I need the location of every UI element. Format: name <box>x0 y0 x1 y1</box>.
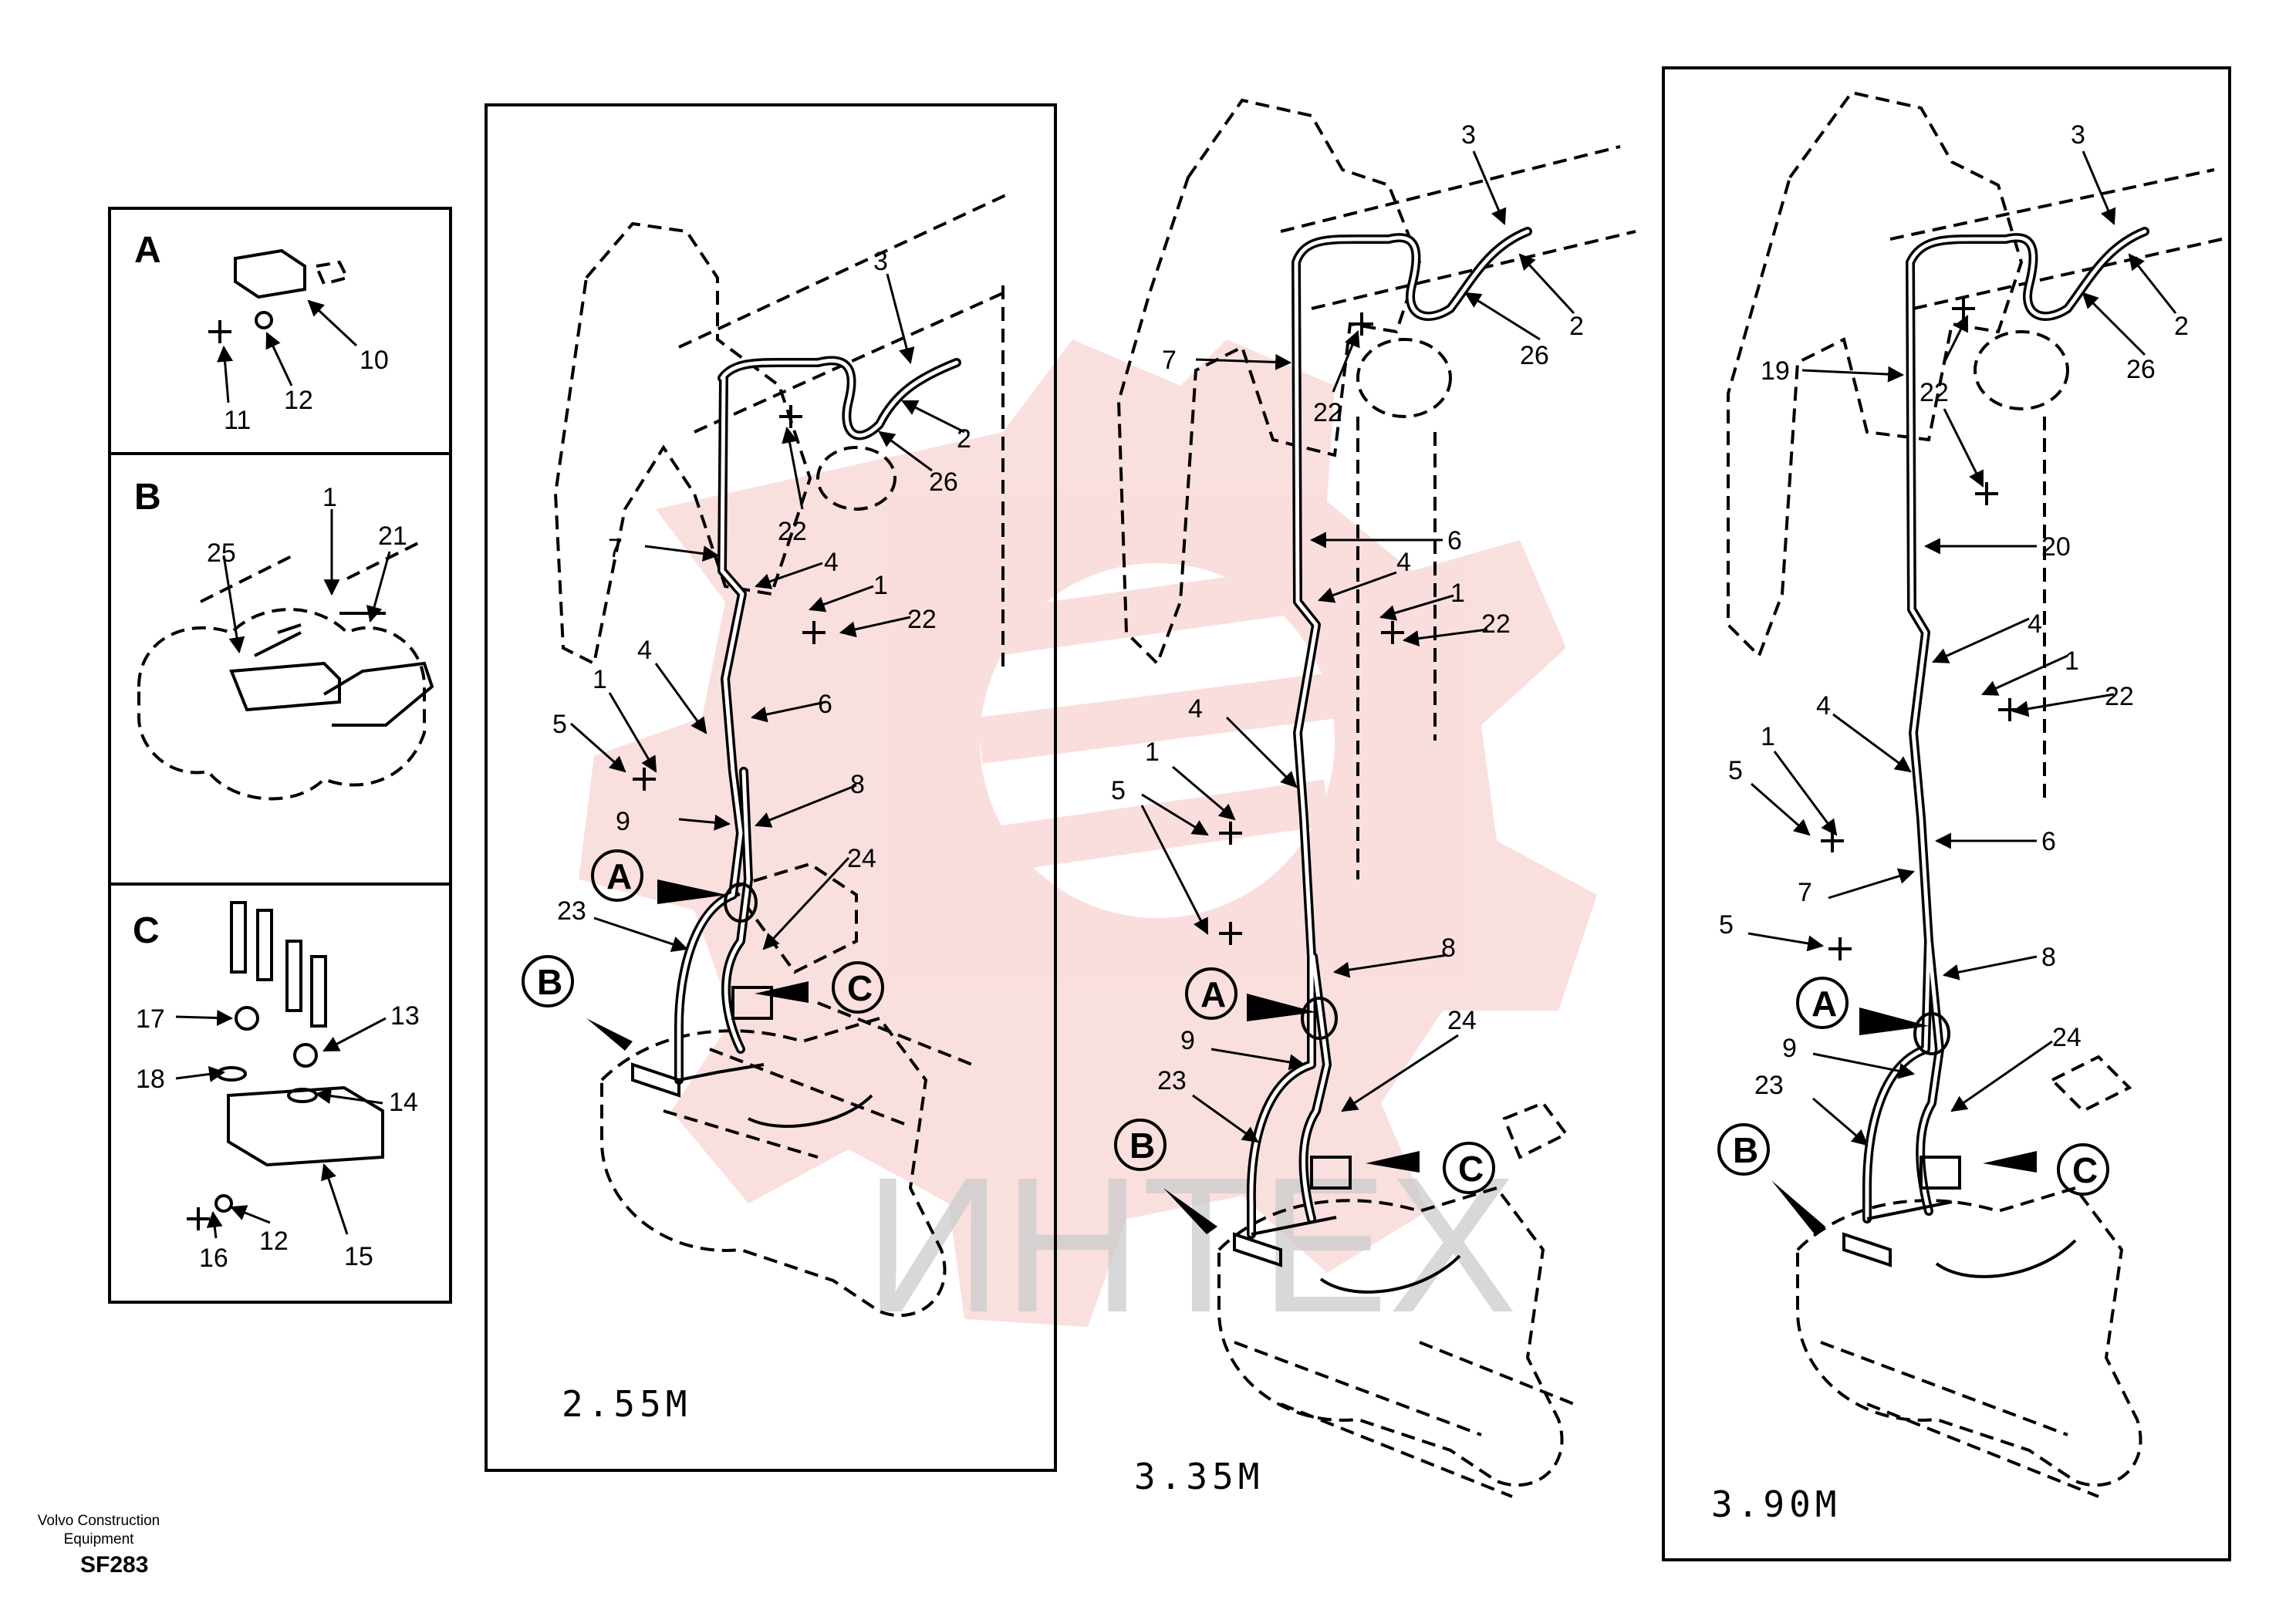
view1-label-8: 8 <box>850 770 865 799</box>
detail-a-letter: A <box>134 230 161 271</box>
view1-label-23: 23 <box>557 896 586 926</box>
view2-label-22: 22 <box>1313 398 1342 427</box>
view2-callout-b: B <box>1129 1126 1155 1166</box>
footer-brand-line1: Volvo Construction <box>37 1513 160 1529</box>
view2-label-6: 6 <box>1447 526 1462 555</box>
view2-label-24: 24 <box>1447 1006 1477 1035</box>
view2-label-4: 4 <box>1396 548 1411 577</box>
view2-label-3: 3 <box>1461 120 1476 150</box>
view3-callout-a: A <box>1811 984 1837 1024</box>
view3-label-4b: 4 <box>1816 691 1831 721</box>
view1-callout-c: C <box>847 968 873 1008</box>
view-3-35m: A B C 3 7 2 26 22 6 4 1 22 4 1 5 8 24 9 … <box>1111 98 1636 1498</box>
detail-c-label-18: 18 <box>136 1065 165 1094</box>
view3-label-3: 3 <box>2071 120 2085 150</box>
view1-label-1: 1 <box>873 571 888 600</box>
view3-label-19: 19 <box>1761 356 1790 386</box>
view1-label-9: 9 <box>616 807 630 836</box>
view-3-90m: A B C 3 19 2 26 22 20 4 1 22 4 1 5 6 <box>1662 66 2231 1561</box>
view1-label-3: 3 <box>873 247 888 276</box>
detail-b-label-21: 21 <box>378 521 407 551</box>
footer-code: SF283 <box>80 1552 149 1578</box>
view2-label-5: 5 <box>1111 776 1126 805</box>
view2-callout-a: A <box>1200 974 1226 1014</box>
view2-label-8: 8 <box>1441 933 1456 963</box>
view1-label-4b: 4 <box>637 636 652 665</box>
view3-callout-c: C <box>2072 1150 2098 1190</box>
view3-label-6: 6 <box>2041 827 2056 856</box>
view1-label-22: 22 <box>778 517 807 546</box>
footer-brand-line2: Equipment <box>63 1531 134 1547</box>
watermark-gear-icon <box>579 339 1597 1327</box>
view1-label-22b: 22 <box>907 605 937 634</box>
view3-label-22: 22 <box>1920 378 1949 407</box>
detail-c-letter: C <box>133 910 160 951</box>
view2-label-7: 7 <box>1162 346 1177 375</box>
detail-a: A 10 11 12 <box>134 230 389 435</box>
detail-c-label-12: 12 <box>259 1227 289 1256</box>
view2-scale: 3.35M <box>1134 1456 1264 1497</box>
view1-label-6: 6 <box>818 690 832 719</box>
view1-label-24: 24 <box>847 844 876 873</box>
view3-scale: 3.90M <box>1711 1483 1841 1525</box>
view1-label-26: 26 <box>929 467 958 497</box>
view3-label-2: 2 <box>2174 312 2189 341</box>
view3-label-8: 8 <box>2041 943 2056 972</box>
view3-label-1: 1 <box>2065 646 2079 676</box>
view1-label-2: 2 <box>957 424 971 454</box>
view2-label-1: 1 <box>1450 579 1465 608</box>
detail-a-label-11: 11 <box>224 406 251 435</box>
detail-c: C 17 13 18 14 16 12 15 <box>133 901 420 1273</box>
detail-c-label-13: 13 <box>390 1001 420 1031</box>
view1-callout-b: B <box>537 962 562 1002</box>
detail-a-label-10: 10 <box>360 346 389 375</box>
view3-label-7: 7 <box>1798 878 1812 907</box>
view3-label-20: 20 <box>2041 532 2071 562</box>
view3-label-9: 9 <box>1782 1034 1797 1063</box>
view2-callout-c: C <box>1458 1149 1484 1189</box>
view3-label-5b: 5 <box>1719 910 1734 940</box>
detail-c-label-15: 15 <box>344 1242 373 1271</box>
detail-a-label-12: 12 <box>284 386 313 415</box>
view3-label-23: 23 <box>1754 1071 1784 1100</box>
view3-label-26: 26 <box>2126 355 2156 384</box>
detail-b-label-1: 1 <box>322 483 337 512</box>
view2-label-1b: 1 <box>1145 737 1160 767</box>
view-2-55m: A B C 3 2 26 22 7 4 1 22 4 6 1 5 9 8 24 … <box>485 103 1057 1472</box>
view1-label-5: 5 <box>552 710 567 739</box>
view2-label-2: 2 <box>1569 312 1584 341</box>
view2-label-4b: 4 <box>1188 694 1203 724</box>
view1-label-1b: 1 <box>593 665 607 694</box>
detail-b: B 1 21 25 <box>134 477 434 801</box>
view3-label-24: 24 <box>2052 1023 2082 1052</box>
detail-c-label-16: 16 <box>199 1244 228 1273</box>
view3-label-22b: 22 <box>2105 682 2134 711</box>
view2-label-26: 26 <box>1520 341 1549 370</box>
view1-label-4: 4 <box>824 548 839 577</box>
view3-callout-b: B <box>1733 1130 1758 1170</box>
watermark-logo <box>579 339 1597 1327</box>
detail-c-label-14: 14 <box>389 1088 418 1117</box>
view1-scale: 2.55M <box>562 1383 691 1425</box>
view2-label-22b: 22 <box>1481 609 1511 639</box>
view2-label-9: 9 <box>1180 1026 1195 1055</box>
view3-label-1b: 1 <box>1761 722 1775 751</box>
view1-label-7: 7 <box>608 534 623 563</box>
detail-b-label-25: 25 <box>207 538 236 568</box>
watermark-text: ИНТЕХ <box>864 1137 1517 1352</box>
detail-panels: A 10 11 12 B 1 21 25 C <box>108 207 452 1304</box>
view3-label-5: 5 <box>1728 756 1743 785</box>
view2-label-23: 23 <box>1157 1066 1187 1095</box>
view3-label-4: 4 <box>2028 609 2042 639</box>
footer-brand: Volvo Construction Equipment <box>22 1512 176 1549</box>
view1-callout-a: A <box>606 856 632 896</box>
detail-b-letter: B <box>134 477 161 518</box>
detail-c-label-17: 17 <box>136 1004 165 1034</box>
